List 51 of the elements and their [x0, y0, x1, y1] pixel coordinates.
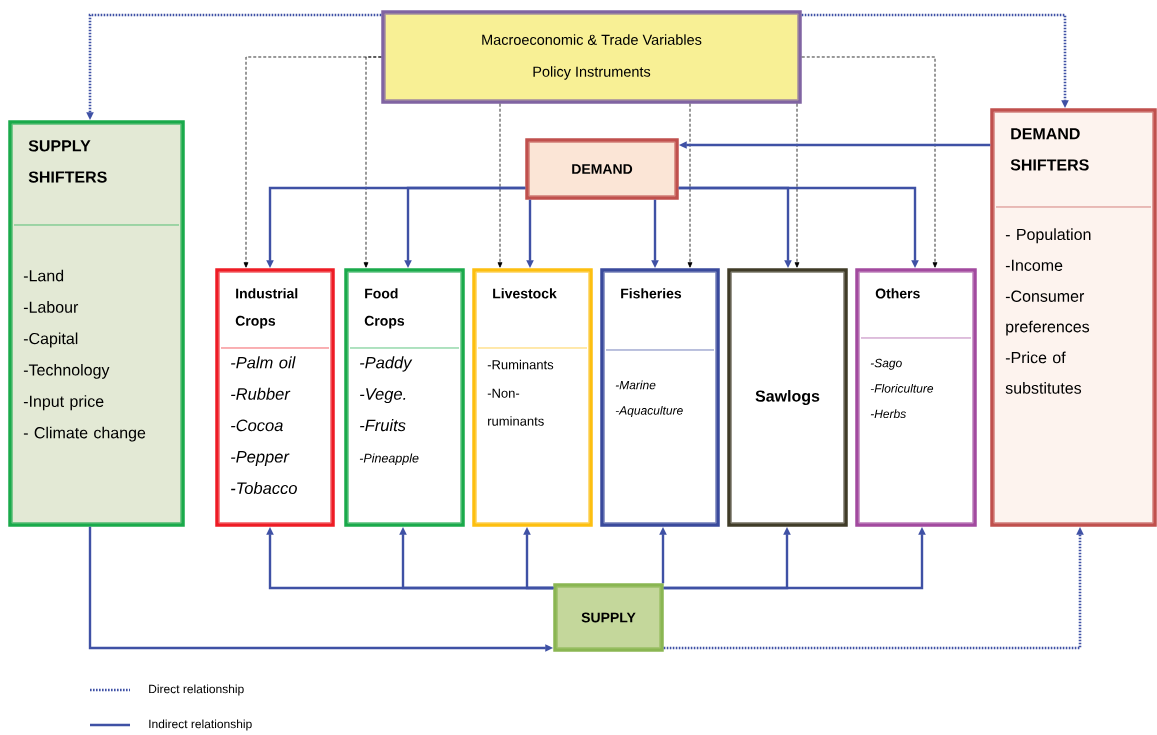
list-item: -Technology	[23, 363, 110, 379]
list-item: -Aquaculture	[615, 405, 683, 418]
list-item: -Sago	[870, 358, 902, 370]
list-item: -Herbs	[870, 409, 906, 419]
list-item: -Pineapple	[359, 453, 419, 466]
list-item: -Consumer preferences	[1005, 290, 1090, 336]
legend-item: Direct relationship	[90, 684, 244, 696]
list-item: -Pepper	[231, 451, 290, 466]
arrow	[687, 103, 693, 268]
list-item: -Cocoa	[231, 419, 283, 432]
list-item: -Paddy	[360, 356, 413, 372]
heading-text: Industrial Crops	[235, 288, 298, 329]
category-box	[215, 268, 335, 527]
arrow	[794, 103, 800, 268]
category-box: Sawlogs	[727, 268, 848, 527]
list-item: -Floriculture	[870, 383, 934, 393]
list-item: -Ruminants	[487, 359, 554, 370]
category-box	[344, 268, 465, 527]
list-item: -Income	[1005, 259, 1063, 271]
list-item: -Vege.	[360, 388, 406, 404]
heading-text: Livestock	[493, 288, 557, 299]
list-item: -Tobacco	[231, 481, 297, 494]
list-item: -Fruits	[360, 419, 406, 432]
arrow	[497, 103, 503, 268]
list-item: -Marine	[615, 380, 656, 390]
heading-text: Fisheries	[621, 288, 682, 299]
category-box	[855, 268, 977, 527]
list-item: -Labour	[23, 301, 79, 313]
heading-text: SUPPLY SHIFTERS	[28, 140, 107, 183]
variables-box: Macroeconomic & Trade Variables Policy Instruments	[381, 10, 802, 104]
arrow	[801, 56, 938, 268]
list-item: - Climate change	[23, 426, 146, 442]
shifter-box	[8, 120, 185, 527]
list-item: - Population	[1005, 228, 1091, 244]
shifter-box	[990, 108, 1157, 527]
supply-box: SUPPLY	[553, 583, 664, 652]
list-item: -Non-ruminants	[487, 388, 544, 426]
category-box	[472, 268, 593, 527]
arrow	[363, 56, 382, 268]
list-item: -Palm oil	[231, 356, 296, 369]
list-item: -Price of substitutes	[1005, 351, 1082, 394]
demand-box: DEMAND	[525, 138, 679, 200]
heading-text: Food Crops	[364, 288, 405, 329]
list-item: -Land	[23, 269, 64, 282]
list-item: -Capital	[23, 332, 78, 348]
category-box	[600, 268, 720, 527]
legend-item: Indirect relationship	[90, 719, 252, 731]
list-item: -Rubber	[231, 387, 291, 400]
heading-text: Others	[875, 288, 920, 299]
heading-text: DEMAND SHIFTERS	[1010, 128, 1089, 171]
list-item: -Input price	[23, 395, 104, 411]
